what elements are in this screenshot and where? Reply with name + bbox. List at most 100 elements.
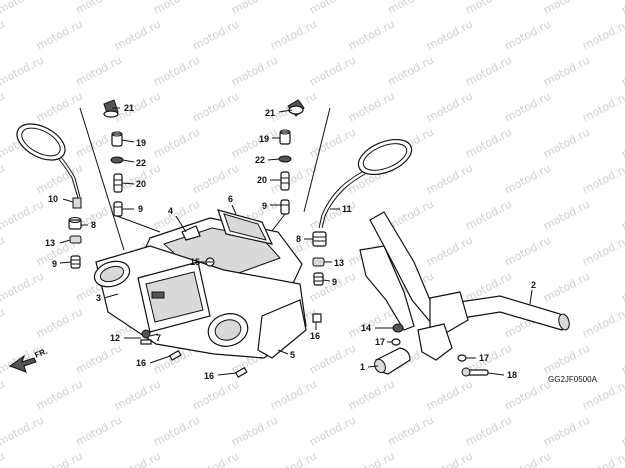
watermark-text: motod.ru [463,413,514,448]
watermark-text: motod.ru [463,125,514,160]
right-mirror-fasteners [312,231,327,286]
watermark-text: motod.ru [307,341,358,376]
callout-22-right: 22 [255,155,265,165]
callout-6: 6 [228,194,233,204]
watermark-text: motod.ru [580,17,625,52]
watermark-text: motod.ru [619,269,625,304]
callout-21-right: 21 [265,108,275,118]
callout-3: 3 [96,293,101,303]
watermark-text: motod.ru [541,53,592,88]
callout-22-left: 22 [136,158,146,168]
watermark-text: motod.ru [463,53,514,88]
watermark-text: motod.ru [619,53,625,88]
watermark-text: motod.ru [268,377,319,412]
watermark-text: motod.ru [346,89,397,124]
watermark-text: motod.ru [619,125,625,160]
watermark-text: motod.ru [502,449,553,468]
watermark-text: motod.ru [307,53,358,88]
callout-9-right-stack: 9 [262,201,267,211]
watermark-text: motod.ru [151,413,202,448]
callout-17-right: 17 [479,353,489,363]
watermark-text: motod.ru [190,377,241,412]
watermark-text: motod.ru [0,305,7,340]
callout-19-right: 19 [259,134,269,144]
watermark-text: motod.ru [619,197,625,232]
guide-lines [79,107,331,251]
diagram-code: GG2JF0500A [548,375,598,384]
watermark-text: motod.ru [463,0,514,17]
watermark-text: motod.ru [112,89,163,124]
watermark-text: motod.ru [541,413,592,448]
watermark-text: motod.ru [424,449,475,468]
watermark-text: motod.ru [346,305,397,340]
leader-lines [59,107,533,376]
watermark-text: motod.ru [385,0,436,17]
watermark-text: motod.ru [34,161,85,196]
watermark-text: motod.ru [424,233,475,268]
watermark-text: motod.ru [580,449,625,468]
watermark-text: motod.ru [151,53,202,88]
callout-8-left: 8 [91,220,96,230]
watermark-text: motod.ru [229,413,280,448]
callout-7: 7 [156,333,161,343]
watermark-text: motod.ru [424,161,475,196]
watermark-text: motod.ru [424,89,475,124]
callout-12: 12 [110,333,120,343]
watermark-text: motod.ru [73,53,124,88]
watermark-text: motod.ru [0,89,7,124]
left-mirror-fasteners [68,217,82,269]
callout-11: 11 [342,204,352,214]
watermark-text: motod.ru [73,0,124,17]
callout-16-bottom-center: 16 [204,371,214,381]
callout-18: 18 [507,370,517,380]
watermark-text: motod.ru [0,233,7,268]
callout-16-right: 16 [310,331,320,341]
watermark-text: motod.ru [151,0,202,17]
handlebar [359,211,570,361]
callout-17-left: 17 [375,337,385,347]
small-screws [140,313,322,378]
grip-and-hardware [374,323,489,377]
callout-1: 1 [360,362,365,372]
callout-8-right: 8 [296,234,301,244]
callout-19-left: 19 [136,138,146,148]
watermark-text: motod.ru [424,377,475,412]
watermark-text: motod.ru [346,377,397,412]
watermark-text: motod.ru [0,449,7,468]
watermark-text: motod.ru [268,449,319,468]
watermark-text: motod.ru [34,305,85,340]
callout-10: 10 [48,194,58,204]
watermark-text: motod.ru [424,17,475,52]
watermark-text: motod.ru [190,161,241,196]
watermark-text: motod.ru [268,17,319,52]
watermark-text: motod.ru [307,413,358,448]
callout-5: 5 [290,350,295,360]
watermark-text: motod.ru [151,125,202,160]
watermark-text: motod.ru [34,449,85,468]
watermark-text: motod.ru [580,89,625,124]
left-mirror [16,123,82,209]
right-mirror [318,138,413,229]
watermark-text: motod.ru [0,269,46,304]
watermark-text: motod.ru [0,0,46,17]
callout-2: 2 [531,280,536,290]
watermark-text: motod.ru [385,413,436,448]
watermark-text: motod.ru [73,413,124,448]
callout-labels: 21 19 22 20 9 21 19 22 20 9 10 8 13 9 4 … [33,103,597,384]
watermark-text: motod.ru [619,413,625,448]
watermark-text: motod.ru [0,17,7,52]
watermark-text: motod.ru [268,161,319,196]
watermark-text: motod.ru [0,377,7,412]
callout-13-left: 13 [45,238,55,248]
watermark-text: motod.ru [619,341,625,376]
watermark-text: motod.ru [580,161,625,196]
front-direction-arrow [8,354,37,373]
callout-15: 15 [190,257,200,267]
fr-label: FR. [33,347,48,360]
callout-14: 14 [361,323,371,333]
watermark-text: motod.ru [619,0,625,17]
watermark-text: motod.ru [580,305,625,340]
watermark-text: motod.ru [0,53,46,88]
watermark-text: motod.ru [0,413,46,448]
